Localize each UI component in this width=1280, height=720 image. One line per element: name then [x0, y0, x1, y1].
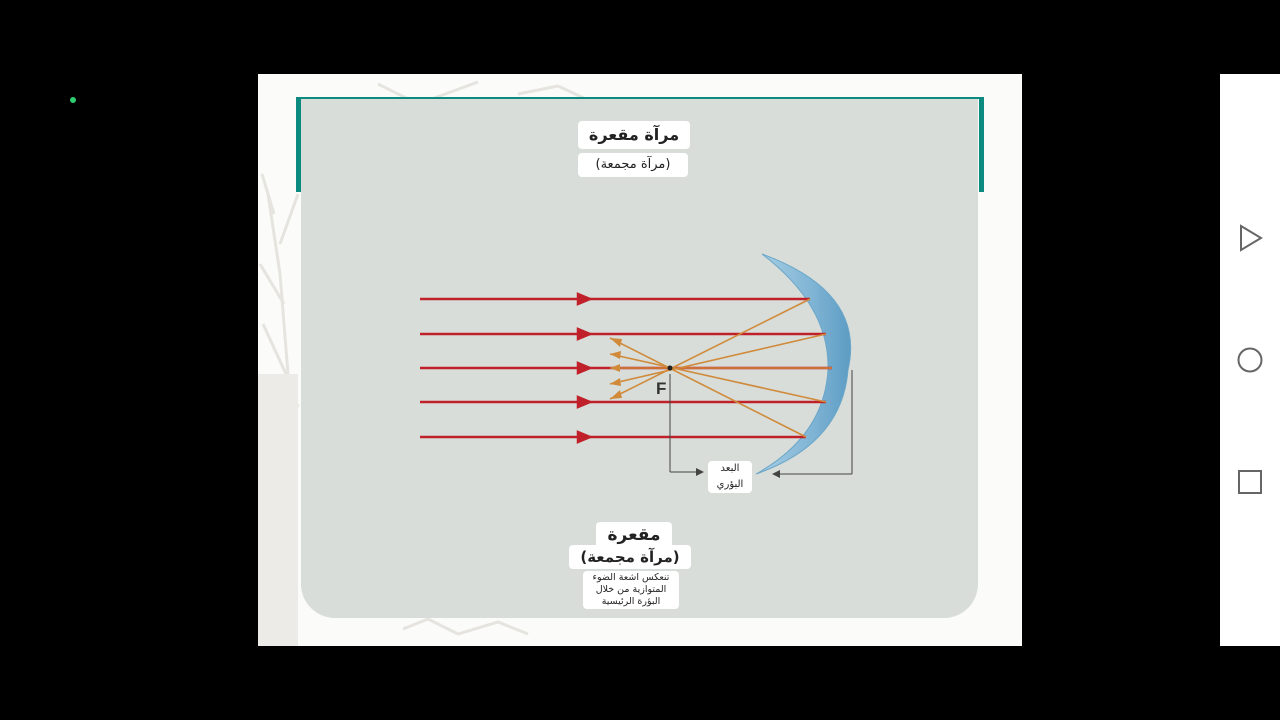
tree-background-decoration: [258, 80, 589, 646]
panel-right-accent: [979, 98, 984, 192]
focal-length-arrowhead-left: [696, 468, 704, 476]
slide-subtitle: (مرآة مجمعة): [578, 153, 688, 177]
incident-ray-arrow-1: [576, 292, 594, 306]
reflected-arrow-4: [610, 351, 621, 359]
status-indicator-dot: [70, 97, 76, 103]
square-recents-icon[interactable]: [1235, 467, 1265, 497]
focal-point-marker: [667, 365, 673, 371]
android-navigation-bar: [1220, 74, 1280, 646]
focal-point-label: F: [656, 379, 666, 398]
reflected-arrow-5: [610, 338, 622, 347]
panel-top-border: [296, 97, 984, 99]
reflected-ray-5: [609, 337, 807, 438]
bottom-title: مقعرة: [596, 522, 672, 548]
concave-mirror: [755, 253, 852, 475]
description-line-2: المتوازية من خلال: [595, 584, 667, 595]
concave-mirror-diagram: F: [420, 253, 853, 478]
focal-length-label-line-2: البؤري: [716, 479, 744, 490]
incident-ray-arrow-4: [576, 395, 594, 409]
slide-frame: مرآة مقعرة (مرآة مجمعة) مقعرة (مرآة مجمع…: [258, 74, 1022, 646]
focal-length-label-line-1: البعد: [720, 463, 740, 474]
bottom-subtitle: (مرآة مجمعة): [569, 545, 691, 569]
slide-title: مرآة مقعرة: [578, 121, 690, 149]
reflected-arrow-2: [610, 378, 621, 386]
description-line-1: تنعكس اشعة الضوء: [592, 572, 670, 583]
description-text: تنعكس اشعة الضوء المتوازية من خلال البؤر…: [583, 571, 679, 609]
incident-ray-arrow-3: [576, 361, 594, 375]
reflected-ray-4: [609, 353, 827, 403]
incident-ray-arrow-2: [576, 327, 594, 341]
description-line-3: البؤرة الرئيسية: [601, 596, 661, 607]
reflected-arrow-3: [610, 364, 620, 372]
reflected-ray-2: [609, 333, 827, 385]
reflected-ray-1: [609, 298, 811, 400]
circle-home-icon[interactable]: [1235, 345, 1265, 375]
triangle-back-icon[interactable]: [1235, 223, 1265, 253]
reflected-arrow-1: [610, 390, 622, 399]
incident-ray-arrow-5: [576, 430, 594, 444]
focal-length-arrowhead-right: [772, 470, 780, 478]
panel-left-accent: [296, 98, 301, 192]
focal-length-label: البعد البؤري: [708, 461, 752, 493]
